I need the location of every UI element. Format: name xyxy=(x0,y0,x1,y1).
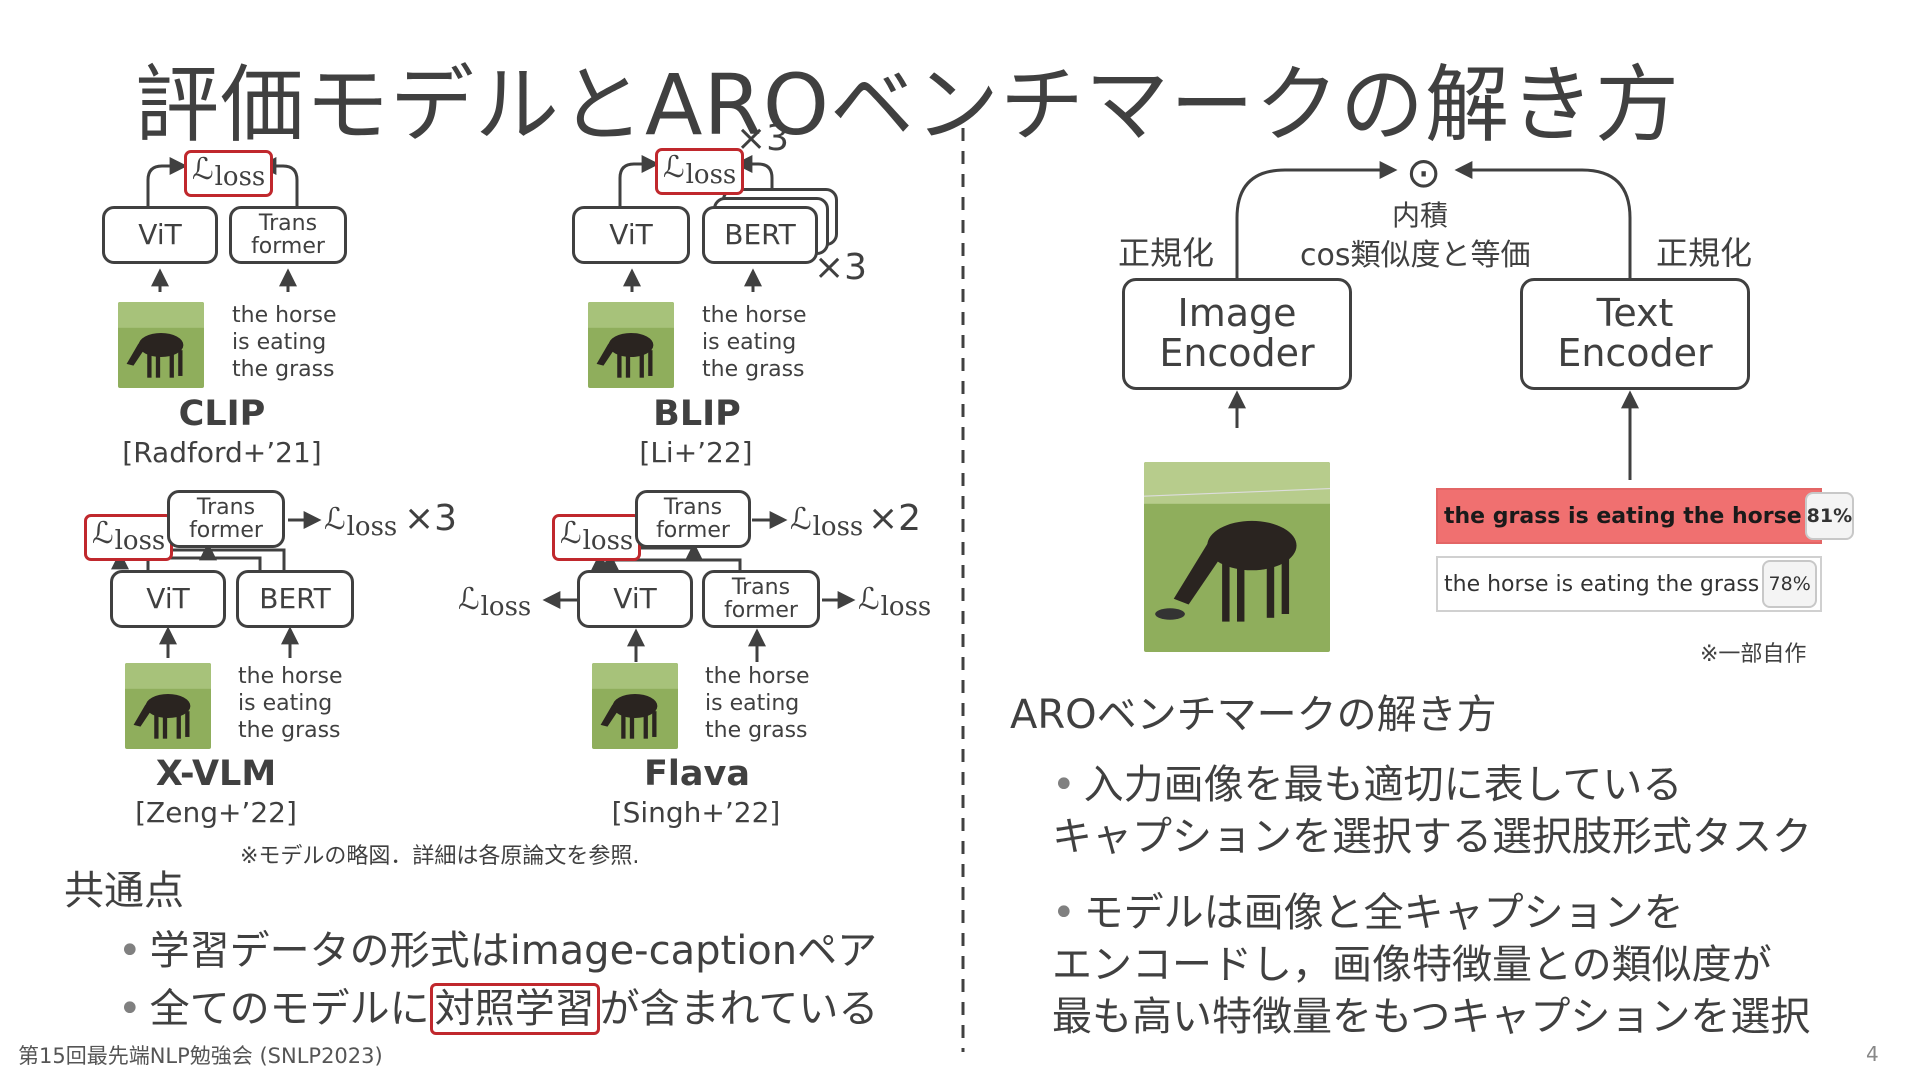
aro-bullet-2-line-2: エンコードし，画像特徴量との類似度が xyxy=(1052,942,1772,988)
flava-name: Flava xyxy=(644,754,750,794)
flava-loss-image: ℒloss xyxy=(458,582,532,622)
xvlm-name: X-VLM xyxy=(155,754,277,794)
blip-loss: ℒloss xyxy=(655,148,745,195)
xvlm-mult: ×3 xyxy=(404,498,458,539)
common-heading: 共通点 xyxy=(64,868,184,914)
blip-vit-box: ViT xyxy=(572,206,690,264)
blip-bert-box: BERT xyxy=(702,206,818,264)
slide-title: 評価モデルとAROベンチマークの解き方 xyxy=(135,56,1680,154)
flava-horse-image xyxy=(592,663,678,749)
flava-vit-box: ViT xyxy=(577,570,693,628)
aro-bullet-2: •モデルは画像と全キャプションを xyxy=(1052,890,1684,936)
xvlm-ref: [Zeng+’22] xyxy=(135,796,297,829)
clip-ref: [Radford+’21] xyxy=(122,436,322,469)
inner-product-label: 内積 xyxy=(1392,199,1449,232)
flava-ref: [Singh+’22] xyxy=(611,796,781,829)
xvlm-bert-box: BERT xyxy=(236,570,354,628)
clip-loss: ℒloss xyxy=(184,150,274,197)
footer-text: 第15回最先端NLP勉強会 (SNLP2023) xyxy=(18,1044,383,1068)
clip-vit-box: ViT xyxy=(102,206,218,264)
bullet-dot: • xyxy=(1052,890,1076,936)
flava-mult: ×2 xyxy=(868,498,922,539)
xvlm-loss-right: ℒloss xyxy=(324,502,398,542)
aro-heading: AROベンチマークの解き方 xyxy=(1010,692,1497,738)
xvlm-horse-image xyxy=(125,663,211,749)
blip-mult-side: ×3 xyxy=(814,247,868,288)
cos-similarity-note: cos類似度と等価 xyxy=(1300,238,1531,273)
contrastive-learning-highlight: 対照学習 xyxy=(429,983,600,1035)
blip-ref: [Li+’22] xyxy=(639,436,753,469)
blip-name: BLIP xyxy=(653,394,741,434)
common-bullet-2: •全てのモデルに対照学習が含まれている xyxy=(118,976,878,1035)
bullet-dot: • xyxy=(1052,762,1076,808)
caption-option-text: the grass is eating the horse xyxy=(1444,503,1802,529)
caption-option-score: 81% xyxy=(1804,492,1855,540)
dot-product-icon: ⊙ xyxy=(1406,148,1442,197)
bullet-dot: • xyxy=(118,986,142,1032)
caption-option-text: the horse is eating the grass xyxy=(1444,571,1760,597)
normalize-left-label: 正規化 xyxy=(1118,234,1215,272)
aro-bullet-1-line-2: キャプションを選択する選択肢形式タスク xyxy=(1052,814,1812,860)
caption-option-score: 78% xyxy=(1762,560,1817,608)
xvlm-loss-left: ℒloss xyxy=(84,514,174,561)
xvlm-vit-box: ViT xyxy=(110,570,226,628)
blip-mult-top: ×3 xyxy=(736,118,790,159)
normalize-right-label: 正規化 xyxy=(1656,234,1753,272)
caption-option-1[interactable]: the grass is eating the horse 81% xyxy=(1436,488,1855,544)
aro-bullet-1: •入力画像を最も適切に表している xyxy=(1052,762,1683,808)
flava-loss-text: ℒloss xyxy=(858,582,932,622)
blip-horse-image xyxy=(588,302,674,388)
caption-option-2[interactable]: the horse is eating the grass 78% xyxy=(1436,556,1822,612)
clip-horse-image xyxy=(118,302,204,388)
aro-bullet-2-line-3: 最も高い特徴量をもつキャプションを選択 xyxy=(1052,994,1811,1040)
clip-name: CLIP xyxy=(178,394,266,434)
bullet-dot: • xyxy=(118,928,142,974)
flava-loss-fusion: ℒloss xyxy=(790,502,864,542)
flava-loss-left: ℒloss xyxy=(552,514,642,561)
aro-horse-image xyxy=(1144,462,1330,652)
common-bullet-1: •学習データの形式はimage-captionペア xyxy=(118,928,878,974)
model-note: ※モデルの略図．詳細は各原論文を参照. xyxy=(240,844,640,869)
self-made-note: ※一部自作 xyxy=(1700,642,1807,667)
page-number: 4 xyxy=(1866,1042,1879,1066)
